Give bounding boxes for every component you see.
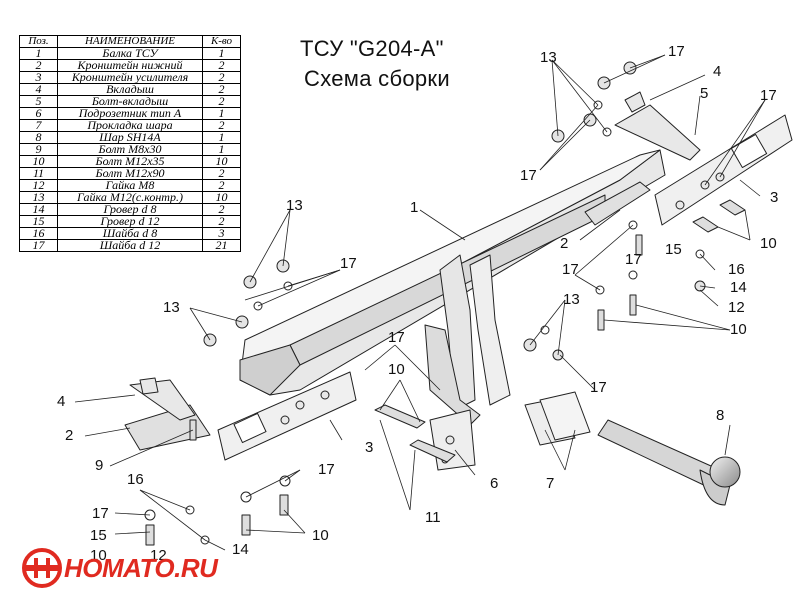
hitch-plates [424,254,511,426]
callout-17: 17 [340,255,357,272]
callout-13: 13 [563,291,580,308]
cell-qty: 10 [202,155,241,168]
cell-name: Гайка М8 [57,179,203,192]
callout-4: 4 [57,393,66,410]
callout-14: 14 [232,541,249,558]
callout-3: 3 [365,439,374,456]
callout-10: 10 [730,321,747,338]
callout-1: 1 [410,199,419,216]
cell-name: Шайба d 12 [57,239,203,252]
cell-name: Кронштейн усилителя [57,71,203,84]
cell-name: Подрозетник тип А [57,107,203,120]
callout-7: 7 [546,475,555,492]
cell-name: Кронштейн нижний [57,59,203,72]
cell-pos: 17 [19,239,58,252]
callout-17: 17 [625,251,642,268]
cell-qty: 2 [202,179,241,192]
cell-name: Шайба d 8 [57,227,203,240]
callout-3: 3 [770,189,779,206]
callout-2: 2 [65,427,74,444]
callout-10: 10 [760,235,777,252]
callout-8: 8 [716,407,725,424]
callout-17: 17 [562,261,579,278]
callout-17: 17 [92,505,109,522]
callout-17: 17 [318,461,335,478]
callout-12: 12 [150,547,167,564]
socket-plate [429,409,476,471]
cell-qty: 21 [202,239,241,252]
callout-4: 4 [713,63,722,80]
cell-name: Болт М8х30 [57,143,203,156]
callout-14: 14 [730,279,747,296]
callout-10: 10 [312,527,329,544]
callout-12: 12 [728,299,745,316]
callout-9: 9 [95,457,104,474]
cell-name: Гайка М12(с.контр.) [57,191,203,204]
table-header-row: Поз. НАИМЕНОВАНИЕ К-во [19,35,241,48]
callout-17: 17 [388,329,405,346]
callout-10: 10 [388,361,405,378]
callout-6: 6 [490,475,499,492]
callout-5: 5 [700,85,709,102]
homato-logo-icon [22,548,62,588]
left-bracket [217,371,357,461]
cell-name: Болт М12х90 [57,167,203,180]
callout-10: 10 [90,547,107,564]
callout-17: 17 [520,167,537,184]
callout-17: 17 [760,87,777,104]
callout-17: 17 [668,43,685,60]
right-bracket [654,114,793,226]
callout-15: 15 [90,527,107,544]
callout-2: 2 [560,235,569,252]
diagram-subtitle: Схема сборки [304,66,450,91]
left-lower-bracket [124,377,211,451]
callout-16: 16 [127,471,144,488]
callout-11: 11 [425,509,441,526]
right-lower-bracket [584,91,701,226]
callout-13: 13 [286,197,303,214]
callout-13: 13 [540,49,557,66]
diagram-title: ТСУ "G204-A" [300,36,444,61]
callout-15: 15 [665,241,682,258]
callout-16: 16 [728,261,745,278]
ball-spacers [524,391,591,446]
logo-text: HOMATO.RU [64,553,218,583]
callout-17: 17 [590,379,607,396]
callout-13: 13 [163,299,180,316]
tow-ball [597,419,741,506]
leader-lines [74,54,766,551]
